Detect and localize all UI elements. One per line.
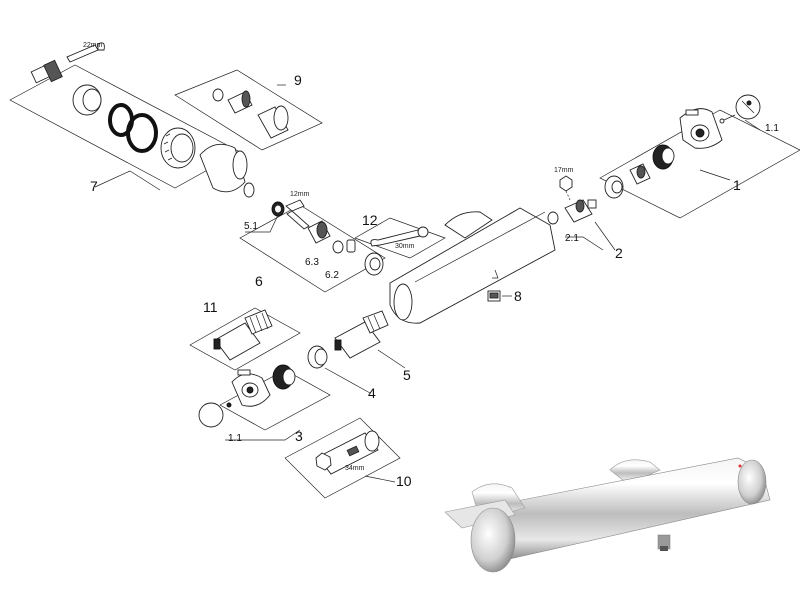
check-valve — [227, 90, 253, 114]
threaded-ring — [160, 127, 196, 169]
part-group-5: 5 — [334, 310, 411, 383]
pin-6-2 — [346, 239, 356, 253]
callout-4: 4 — [368, 385, 376, 401]
callout-12: 12 — [362, 212, 378, 228]
wrench-22mm: 22mm — [66, 42, 105, 63]
callout-2: 2 — [615, 245, 623, 261]
callout-6-2: 6.2 — [325, 270, 339, 281]
callout-6: 6 — [255, 273, 263, 289]
part-group-2: 17mm 2.1 2 — [547, 167, 623, 261]
part-group-7: 22mm 7 — [9, 42, 255, 198]
valve-insert — [307, 220, 331, 244]
spline-adapter-3 — [272, 364, 296, 390]
spline-adapter — [652, 144, 675, 170]
callout-2-1: 2.1 — [565, 233, 579, 244]
hex-17mm-icon — [559, 175, 573, 192]
o-ring-large — [126, 113, 158, 153]
handle-3 — [231, 369, 271, 407]
part-group-5-1: 5.1 — [244, 201, 285, 233]
dimension-30mm: 30mm — [395, 243, 415, 250]
connector-fitting — [30, 59, 63, 84]
temperature-handle — [679, 108, 723, 149]
cover-cap-3 — [198, 402, 224, 428]
dimension-17mm: 17mm — [554, 167, 574, 174]
o-ring-6-3 — [332, 240, 344, 254]
dimension-34mm: 34mm — [345, 465, 365, 472]
union-nut — [72, 84, 102, 116]
callout-11: 11 — [203, 299, 218, 315]
callout-7: 7 — [90, 178, 98, 194]
part-group-6: 12mm 6.3 6.2 6 — [239, 191, 386, 293]
thermostat-body-drawing: 8 — [389, 207, 556, 324]
part-group-10: 34mm 10 — [284, 417, 412, 499]
adapter-1 — [629, 163, 651, 185]
callout-5-1: 5.1 — [244, 221, 258, 232]
product-photo — [444, 457, 771, 573]
callout-6-3: 6.3 — [305, 257, 319, 268]
screw-1-1 — [719, 114, 736, 124]
part-group-12: 30mm 12 — [354, 212, 446, 259]
allen-key-12mm: 12mm — [285, 191, 310, 230]
callout-3: 3 — [295, 428, 303, 444]
callout-5: 5 — [403, 367, 411, 383]
wrench-30mm — [370, 226, 429, 247]
valve-cartridge-2 — [564, 199, 597, 223]
dimension-12mm: 12mm — [290, 191, 310, 198]
callout-1-1b: 1.1 — [228, 433, 242, 444]
part-group-1: 1.1 1 — [599, 94, 800, 219]
o-ring-2-1 — [547, 211, 559, 225]
cover-cap — [735, 94, 761, 120]
callout-10: 10 — [396, 473, 412, 489]
ring-4 — [307, 345, 328, 369]
seal-ring — [212, 88, 224, 102]
thermostat-cartridge-11 — [213, 309, 273, 361]
socket-34mm — [315, 430, 380, 475]
outlet-nipple-8 — [487, 290, 501, 302]
part-group-3: 1.1 3 — [198, 364, 331, 444]
part-group-9: 9 — [174, 69, 323, 151]
callout-1: 1 — [733, 177, 741, 193]
callout-9: 9 — [294, 72, 302, 88]
part-group-11: 11 — [189, 299, 301, 371]
star-washer — [243, 182, 255, 198]
nut-6 — [364, 252, 384, 276]
part-group-4: 4 — [307, 345, 376, 401]
screw-1-1b — [226, 402, 232, 408]
dimension-22mm: 22mm — [83, 42, 103, 49]
callout-8: 8 — [514, 288, 522, 304]
thermostat-cartridge-5 — [334, 310, 389, 359]
callout-1-1a: 1.1 — [765, 123, 779, 134]
filter-cartridge — [257, 105, 289, 139]
cover-sleeve — [199, 143, 248, 193]
stop-ring — [604, 175, 624, 199]
